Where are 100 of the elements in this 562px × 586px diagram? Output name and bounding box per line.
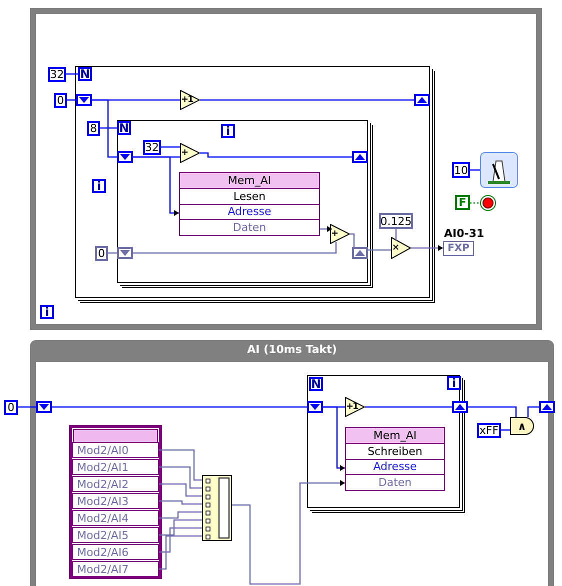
multiply-function (391, 237, 411, 259)
wire (411, 245, 443, 251)
text-label: 32 (145, 141, 159, 154)
text-label: i (226, 124, 230, 138)
numeric-constant (87, 121, 100, 136)
input-label: Adresse (180, 204, 319, 220)
wire (18, 406, 36, 408)
text-label: × (392, 243, 399, 253)
wire (159, 527, 202, 553)
text-label: i (452, 376, 456, 390)
shift-register (117, 151, 133, 163)
shift-register (307, 401, 323, 413)
stop-terminal (480, 195, 496, 211)
numeric-constant (95, 246, 108, 261)
and-function (510, 417, 534, 435)
text-label: Mod2/AI5 (77, 528, 129, 542)
shift-register (117, 247, 133, 259)
wire (365, 406, 452, 408)
text-label: +1 (181, 95, 193, 105)
wire (323, 406, 345, 471)
wire (395, 229, 397, 241)
text-label: i (96, 179, 102, 193)
wire (159, 519, 202, 536)
text-label: Mod2/AI3 (77, 494, 129, 508)
shift-register (452, 401, 468, 413)
wire (159, 483, 202, 497)
numeric-constant (4, 400, 18, 415)
boolean-constant (455, 195, 470, 210)
shift-register (414, 94, 430, 106)
memory-node (345, 427, 445, 491)
shift-register (539, 401, 555, 413)
wire (161, 146, 180, 148)
text-label: N (118, 121, 130, 135)
channel-constant (72, 442, 159, 458)
wire (200, 99, 414, 101)
wire (159, 466, 202, 489)
method-label: Lesen (180, 188, 319, 204)
node-title: Mem_AI (346, 428, 444, 443)
node-title: Mem_AI (180, 173, 319, 188)
memory-node (179, 172, 320, 236)
channel-constant (72, 510, 159, 526)
channel-constant (72, 493, 159, 509)
add-function (330, 224, 350, 244)
text-label: 0 (98, 247, 105, 260)
text-label: F (458, 196, 466, 209)
wire (133, 242, 337, 254)
wire (52, 406, 307, 408)
channel-constant (72, 561, 159, 577)
text-label: i (44, 305, 50, 319)
channel-constant (72, 459, 159, 475)
text-label: N (80, 67, 90, 81)
iteration-terminal (92, 179, 106, 193)
text-label: Mod2/AI4 (77, 512, 129, 524)
timed-loop-frame (30, 340, 554, 586)
wire (350, 233, 355, 247)
loop-tunnel (36, 401, 52, 413)
iteration-terminal (447, 376, 461, 390)
wire (100, 127, 117, 129)
iteration-terminal (40, 305, 54, 319)
input-label: Adresse (346, 458, 444, 474)
text-label: 8 (90, 122, 97, 135)
text-label: +1 (346, 402, 358, 412)
shift-register (352, 247, 368, 259)
text-label: Mod2/AI0 (77, 444, 129, 456)
increment-function (345, 397, 365, 417)
text-label: 0 (57, 94, 64, 107)
wire (159, 511, 202, 519)
wire (320, 226, 332, 232)
wire (133, 156, 179, 216)
channel-constant (72, 527, 159, 543)
numeric-constant (54, 93, 67, 108)
wire (159, 500, 202, 505)
metronome-icon (480, 152, 518, 188)
shift-register (76, 94, 92, 106)
text-label: FXP (448, 243, 470, 254)
wire (159, 449, 202, 481)
text-label: N (310, 377, 322, 391)
text-label: Mod2/AI7 (77, 562, 129, 576)
wire (200, 152, 352, 158)
text-label: 0.125 (380, 214, 412, 228)
method-label: Schreiben (346, 442, 444, 458)
shift-register (352, 151, 368, 163)
channel-array-constant (69, 425, 162, 579)
channel-constant (72, 544, 159, 560)
wire (232, 480, 345, 585)
build-array-node (202, 475, 232, 541)
iteration-terminal (221, 124, 235, 138)
text-label: 32 (50, 68, 64, 81)
wire (108, 252, 117, 254)
while-loop-frame (30, 8, 542, 330)
text-label: + (331, 229, 338, 239)
indicator-label: AI0-31 (444, 227, 484, 240)
wire (470, 202, 480, 204)
increment-function (180, 90, 200, 110)
text-label: 10 (454, 164, 468, 176)
text-label: + (181, 148, 188, 158)
wire (501, 429, 510, 431)
wire (470, 169, 480, 171)
text-label: Mod2/AI6 (77, 546, 129, 558)
wire (67, 99, 76, 101)
